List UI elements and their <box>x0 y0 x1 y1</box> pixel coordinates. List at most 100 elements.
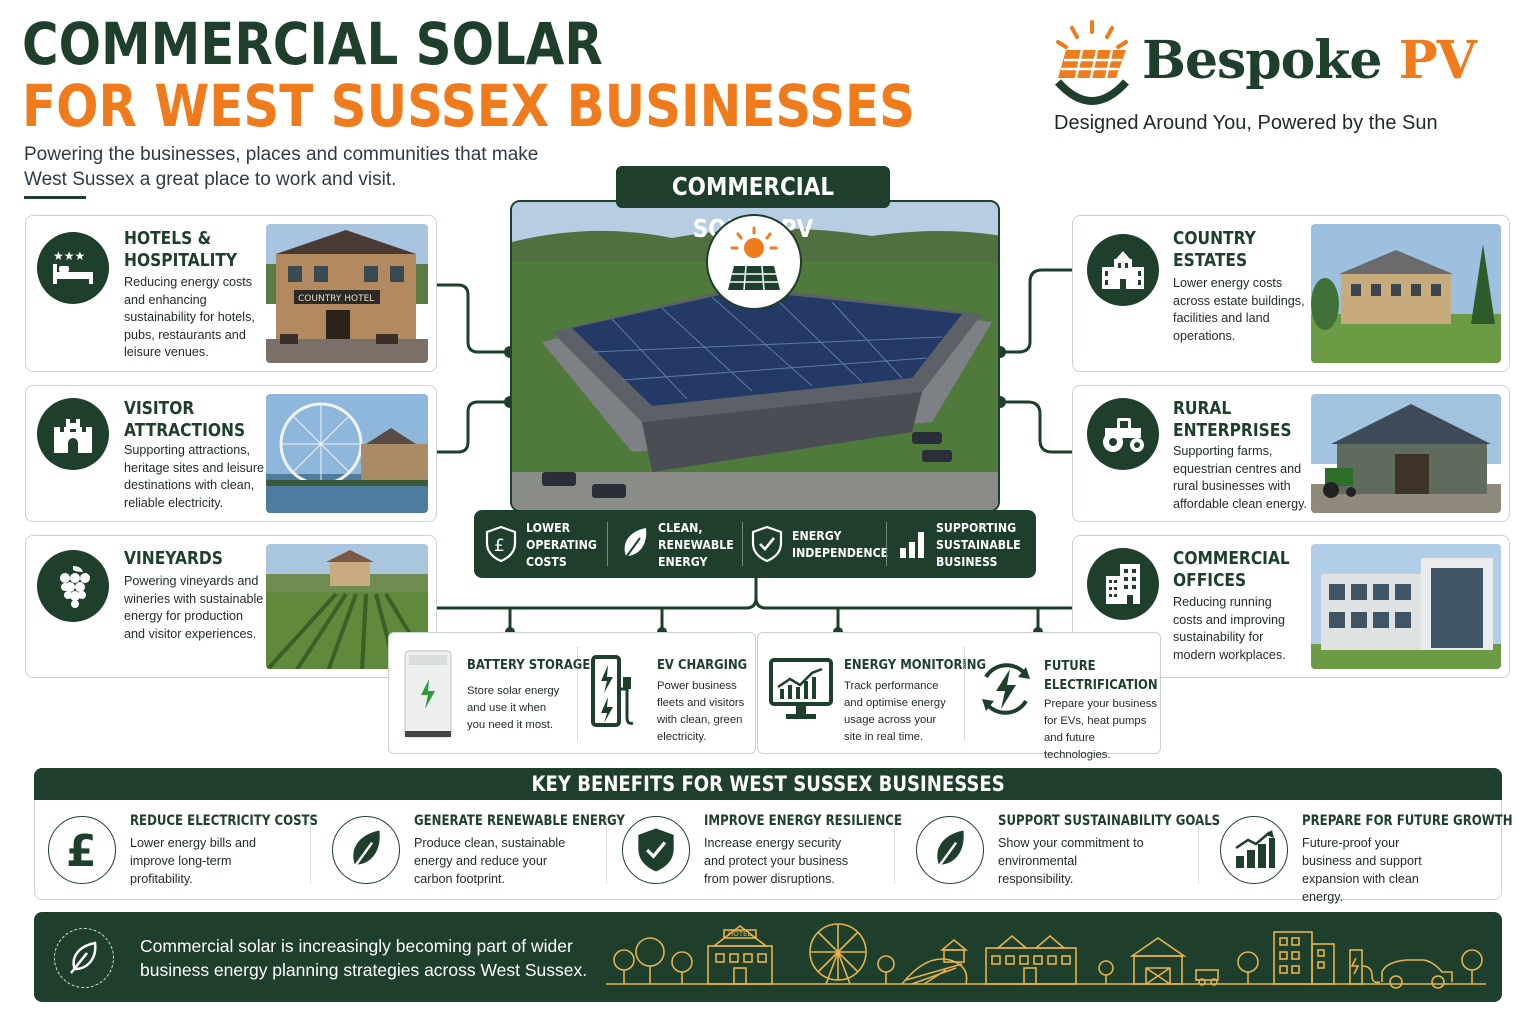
tech-desc: Track performance and optimise energy us… <box>844 680 946 743</box>
hotel-photo: COUNTRY HOTEL <box>266 224 428 363</box>
card-title: COMMERCIAL OFFICES <box>1173 548 1290 591</box>
ev-charger-icon <box>591 655 634 727</box>
leaf-icon <box>332 816 400 884</box>
tractor-icon <box>1087 398 1159 470</box>
battery-unit-icon <box>404 650 452 738</box>
card-desc: Reducing running costs and improving sus… <box>1173 595 1286 662</box>
card-commercial-offices: COMMERCIAL OFFICES Reducing running cost… <box>1072 535 1510 678</box>
card-desc: Lower energy costs across estate buildin… <box>1173 276 1305 343</box>
country-estate-photo <box>1311 224 1501 363</box>
benefit-desc: Show your commitment to environmental re… <box>998 836 1144 886</box>
card-rural-enterprises: RURAL ENTERPRISES Supporting farms, eque… <box>1072 385 1510 522</box>
benefit-future-growth: PREPARE FOR FUTURE GROWTH Future-proof y… <box>1220 810 1513 904</box>
card-desc: Supporting attractions, heritage sites a… <box>124 443 265 510</box>
footer-leaf-icon <box>54 928 114 988</box>
office-building-icon <box>1087 548 1159 620</box>
page-title-line1: COMMERCIAL SOLAR <box>22 10 603 78</box>
key-benefits-heading: KEY BENEFITS FOR WEST SUSSEX BUSINESSES <box>34 768 1502 800</box>
page-subtitle: Powering the businesses, places and comm… <box>24 144 539 190</box>
benefit-desc: Increase energy security and protect you… <box>704 836 849 886</box>
tech-title: FUTURE ELECTRIFICATION <box>1044 658 1158 693</box>
brand-name-accent: PV <box>1398 30 1477 91</box>
hotel-sign-text: COUNTRY HOTEL <box>298 294 374 304</box>
castle-icon <box>37 398 109 470</box>
benefit-desc: Produce clean, sustainable energy and re… <box>414 836 566 886</box>
card-desc: Powering vineyards and wineries with sus… <box>124 574 264 641</box>
brand-name-main: Bespoke <box>1142 30 1399 91</box>
bar-chart-icon <box>900 532 924 558</box>
feature-divider <box>607 522 608 566</box>
card-hotels-hospitality: ★★★ HOTELS & HOSPITALITY Reducing energy… <box>25 215 437 372</box>
center-features-bar: £ LOWER OPERATING COSTS CLEAN, RENEWABLE… <box>474 510 1036 578</box>
benefit-title: SUPPORT SUSTAINABILITY GOALS <box>998 813 1221 829</box>
svg-text:£: £ <box>66 828 97 872</box>
card-title: VINEYARDS <box>124 548 223 569</box>
growth-chart-icon <box>1220 816 1288 884</box>
benefit-reduce-costs: £ REDUCE ELECTRICITY COSTS Lower energy … <box>48 810 318 894</box>
tech-desc: Power business fleets and visitors with … <box>657 680 745 743</box>
card-visitor-attractions: VISITOR ATTRACTIONS Supporting attractio… <box>25 385 437 522</box>
tech-group-right: ENERGY MONITORING Track performance and … <box>757 632 1161 761</box>
grapes-icon <box>37 550 109 622</box>
benefit-divider <box>1198 818 1199 884</box>
benefit-title: PREPARE FOR FUTURE GROWTH <box>1302 813 1513 829</box>
pound-shield-icon: £ <box>485 525 517 563</box>
monitor-chart-icon <box>769 658 833 719</box>
estate-house-icon <box>1087 234 1159 306</box>
feature-divider <box>886 522 887 566</box>
tech-title: EV CHARGING <box>657 657 748 673</box>
feature-divider <box>742 522 743 566</box>
benefit-title: IMPROVE ENERGY RESILIENCE <box>704 813 902 829</box>
card-title: COUNTRY ESTATES <box>1173 228 1256 271</box>
ferris-wheel-photo <box>266 394 428 513</box>
benefit-desc: Future-proof your business and support e… <box>1302 836 1422 904</box>
card-title: RURAL ENTERPRISES <box>1173 398 1292 441</box>
center-title: COMMERCIAL SOLAR PV <box>616 166 890 243</box>
benefit-support-sustainability: SUPPORT SUSTAINABILITY GOALS Show your c… <box>916 810 1220 894</box>
feature-lower-costs: £ LOWER OPERATING COSTS <box>484 518 607 570</box>
tech-desc: Store solar energy and use it when you n… <box>467 685 560 731</box>
footer-text: Commercial solar is increasingly becomin… <box>140 936 588 980</box>
tech-divider <box>964 647 965 741</box>
card-country-estates: COUNTRY ESTATES Lower energy costs acros… <box>1072 215 1510 372</box>
card-title: HOTELS & HOSPITALITY <box>124 228 238 271</box>
bolt-cycle-icon <box>982 663 1030 715</box>
card-desc: Reducing energy costs and enhancing sust… <box>124 275 255 360</box>
tech-divider <box>577 647 578 741</box>
bespoke-pv-logo-icon <box>1055 20 1129 105</box>
benefit-title: GENERATE RENEWABLE ENERGY <box>414 813 625 829</box>
brand-name: Bespoke PV <box>1142 30 1477 91</box>
card-vineyards: VINEYARDS Powering vineyards and winerie… <box>25 535 437 678</box>
tech-title: BATTERY STORAGE <box>467 657 591 673</box>
card-title: VISITOR ATTRACTIONS <box>124 398 246 441</box>
feature-energy-independence: ENERGY INDEPENDENCE <box>750 518 901 570</box>
hotel-bed-icon: ★★★ <box>37 232 109 304</box>
footer-skyline-illustration: HOTEL <box>606 923 1486 989</box>
card-desc: Supporting farms, equestrian centres and… <box>1173 444 1307 511</box>
tech-title: ENERGY MONITORING <box>844 657 987 673</box>
office-photo <box>1311 544 1501 669</box>
barn-photo <box>1311 394 1501 513</box>
tech-desc: Prepare your business for EVs, heat pump… <box>1044 698 1158 761</box>
check-shield-icon <box>622 816 690 884</box>
benefit-divider <box>310 818 311 884</box>
footer-hotel-sign: HOTEL <box>728 930 751 938</box>
pound-icon: £ <box>48 816 116 884</box>
feature-sustainable-business: SUPPORTING SUSTAINABLE BUSINESS <box>898 518 1032 570</box>
vineyard-photo <box>266 544 428 669</box>
benefit-divider <box>606 818 607 884</box>
benefit-improve-resilience: IMPROVE ENERGY RESILIENCE Increase energ… <box>622 810 902 894</box>
tech-group-left: BATTERY STORAGE Store solar energy and u… <box>388 632 756 754</box>
benefit-title: REDUCE ELECTRICITY COSTS <box>130 813 319 829</box>
check-shield-icon <box>751 525 783 563</box>
feature-clean-energy: CLEAN, RENEWABLE ENERGY <box>620 518 744 570</box>
svg-text:★★★: ★★★ <box>53 249 85 263</box>
brand-tagline: Designed Around You, Powered by the Sun <box>1054 112 1438 134</box>
subtitle-underline <box>24 196 86 199</box>
benefit-divider <box>894 818 895 884</box>
leaf-icon <box>916 816 984 884</box>
solar-panel-sun-icon <box>706 214 802 310</box>
leaf-icon <box>623 528 647 561</box>
benefit-desc: Lower energy bills and improve long-term… <box>130 836 257 886</box>
svg-text:£: £ <box>494 536 505 556</box>
